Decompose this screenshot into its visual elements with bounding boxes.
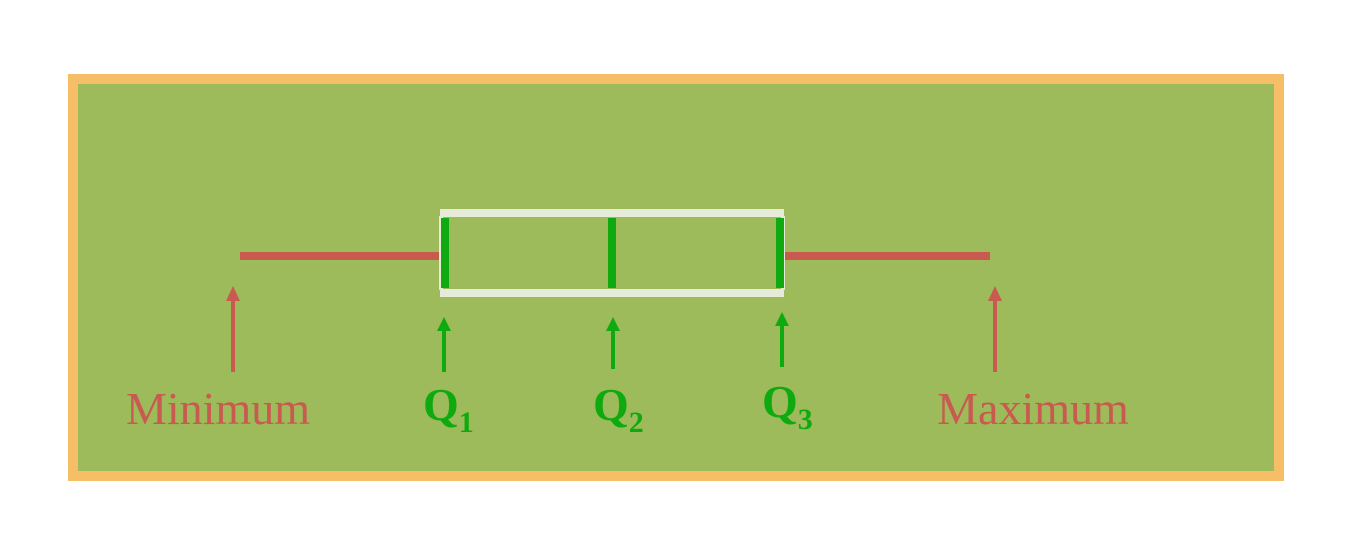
q3-letter: Q — [762, 376, 798, 427]
diagram-frame — [68, 74, 1284, 481]
q1-subscript: 1 — [459, 406, 474, 439]
q1-label: Q1 — [423, 379, 474, 439]
q2-arrow — [606, 317, 620, 369]
q1-letter: Q — [423, 379, 459, 430]
minimum-arrow — [226, 286, 240, 372]
q2-letter: Q — [593, 379, 629, 430]
maximum-arrow — [988, 286, 1002, 372]
q1-marker — [441, 218, 449, 288]
maximum-label: Maximum — [937, 383, 1129, 434]
q2-label: Q2 — [593, 379, 644, 439]
q3-label: Q3 — [762, 376, 813, 436]
q3-marker — [776, 218, 784, 288]
q2-marker — [608, 218, 616, 288]
q1-arrow — [437, 317, 451, 372]
q3-arrow — [775, 312, 789, 367]
minimum-label: Minimum — [126, 383, 310, 434]
q2-subscript: 2 — [629, 406, 644, 439]
q3-subscript: 3 — [798, 403, 813, 436]
